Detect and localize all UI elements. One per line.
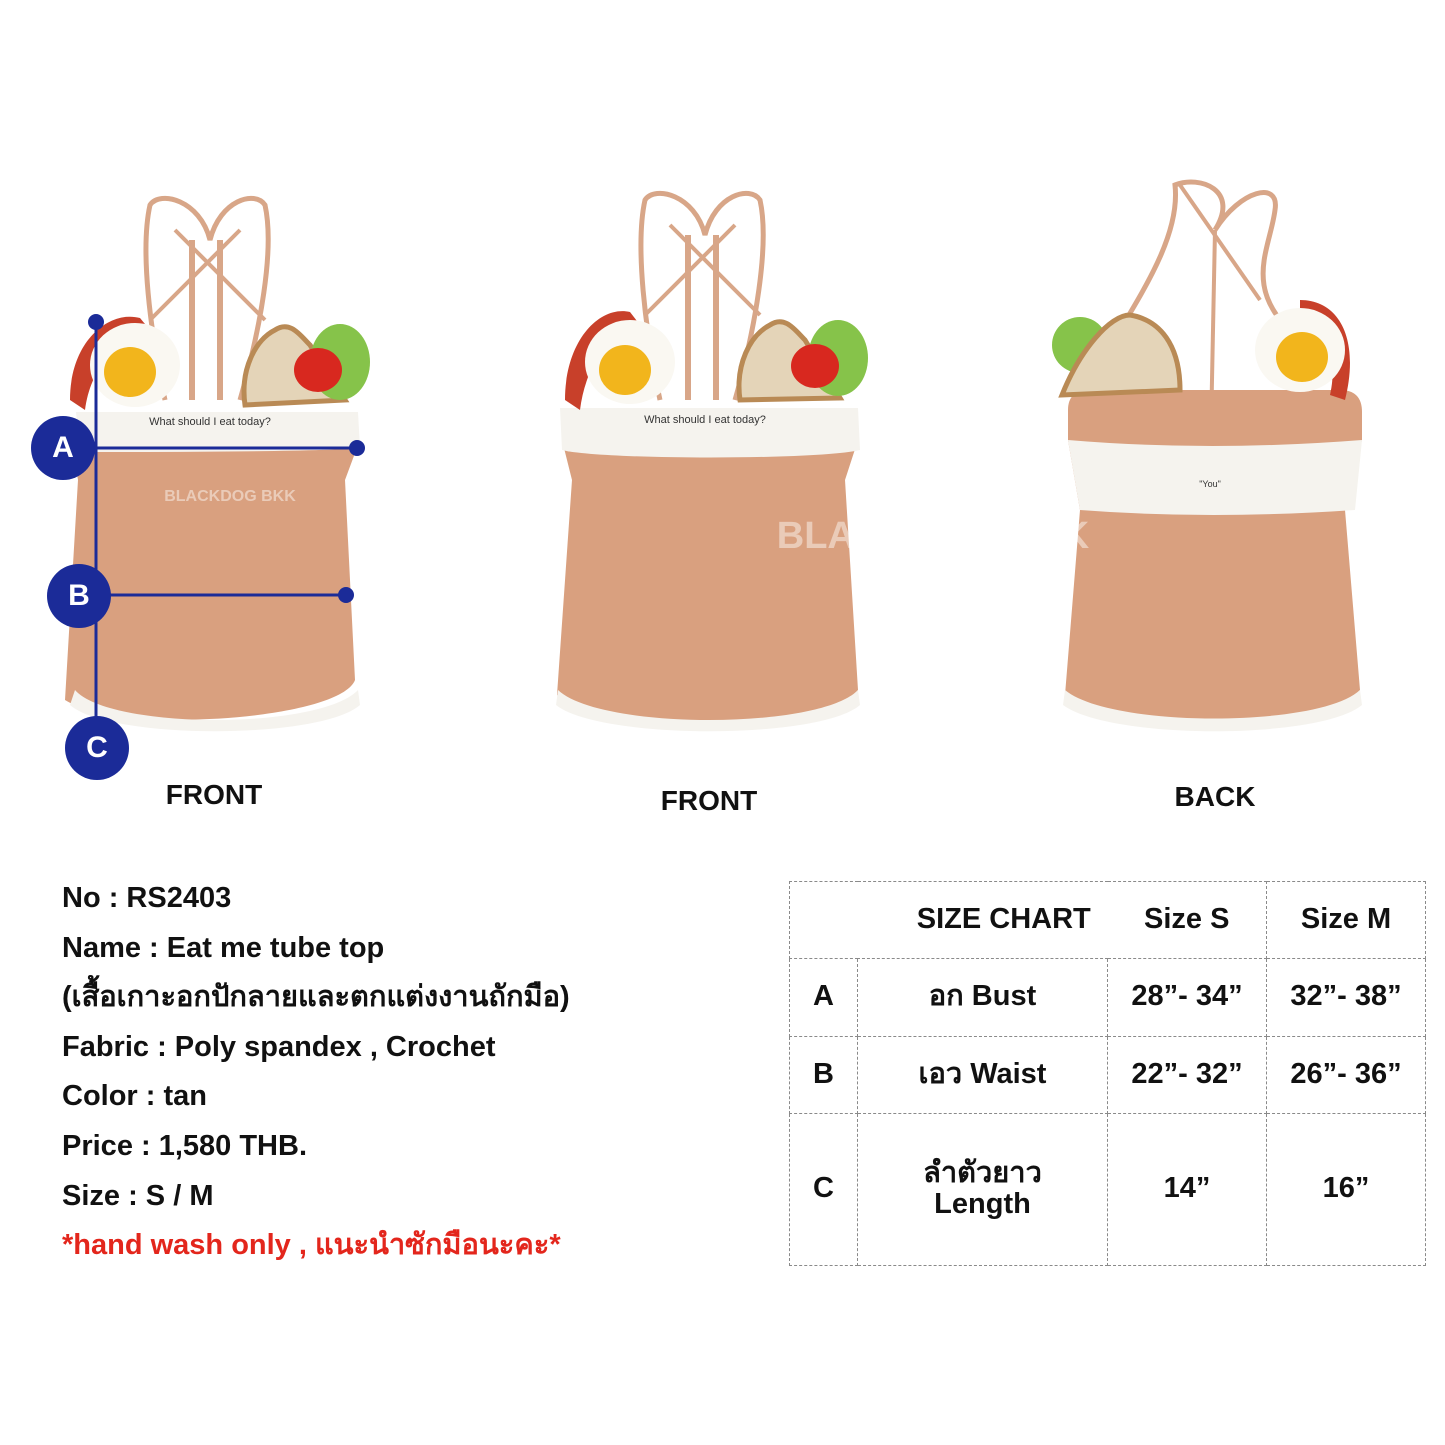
marker-a: A (31, 416, 95, 480)
row-label-english: Length (934, 1188, 1031, 1221)
crochet-bacon-egg (70, 316, 180, 410)
view-label-back: BACK (1174, 781, 1256, 812)
watermark: BLACKDOG BKK (776, 515, 1090, 557)
row-label: อก Bust (857, 958, 1108, 1037)
size-s-value: 28”- 34” (1107, 958, 1267, 1037)
row-key: A (789, 958, 858, 1037)
view-label-front: FRONT (660, 785, 758, 816)
garment-back (1052, 179, 1362, 732)
garment-front (556, 190, 868, 732)
header-size-s: Size S (1107, 880, 1267, 960)
garment-print-text: What should I eat today? (644, 414, 766, 426)
row-key: C (789, 1112, 858, 1267)
product-thai-name: (เสื้อเกาะอกปักลายและตกแต่งงานถักมือ) (62, 981, 570, 1014)
size-s-value: 14” (1107, 1112, 1267, 1267)
product-fabric: Fabric : Poly spandex , Crochet (62, 1030, 496, 1063)
size-m-value: 16” (1266, 1112, 1426, 1267)
garment-front-measured (65, 195, 370, 732)
size-m-value: 26”- 36” (1266, 1035, 1426, 1114)
row-label: เอว Waist (857, 1035, 1108, 1114)
measurement-guides (88, 314, 365, 720)
product-info: No : RS2403 Name : Eat me tube top (เสื้… (62, 874, 570, 1271)
product-name: Name : Eat me tube top (62, 931, 385, 964)
table-header-row: SIZE CHART Size S Size M (789, 880, 1426, 960)
table-row: A อก Bust 28”- 34” 32”- 38” (789, 958, 1426, 1037)
marker-b: B (47, 564, 111, 628)
size-chart-title: SIZE CHART (789, 880, 1108, 960)
crochet-bacon-egg (565, 311, 675, 410)
crochet-toast-tomato (736, 319, 868, 403)
care-warning: *hand wash only , แนะนำซักมือนะคะ* (62, 1229, 561, 1262)
watermark: BLACKDOG BKK (164, 488, 296, 505)
header-size-m: Size M (1266, 880, 1426, 960)
view-label-front: FRONT (165, 779, 263, 810)
row-label-thai: ลำตัวยาว (923, 1156, 1042, 1189)
size-m-value: 32”- 38” (1266, 958, 1426, 1037)
row-key: B (789, 1035, 858, 1114)
crochet-egg-bacon (1255, 300, 1350, 400)
crochet-toast-tomato (241, 324, 370, 408)
product-number: No : RS2403 (62, 882, 232, 914)
size-chart-table: SIZE CHART Size S Size M A อก Bust 28”- … (789, 880, 1426, 1267)
crochet-toast-lettuce (1052, 312, 1183, 398)
garment-print-text: What should I eat today? (149, 416, 271, 428)
table-row: B เอว Waist 22”- 32” 26”- 36” (789, 1035, 1426, 1114)
size-s-value: 22”- 32” (1107, 1035, 1267, 1114)
marker-c: C (65, 716, 129, 780)
product-sizes: Size : S / M (62, 1179, 214, 1212)
garment-print-text: "You" (1199, 479, 1221, 489)
product-price: Price : 1,580 THB. (62, 1129, 307, 1162)
product-color: Color : tan (62, 1080, 207, 1113)
size-chart-title-text: SIZE CHART (916, 903, 1091, 936)
